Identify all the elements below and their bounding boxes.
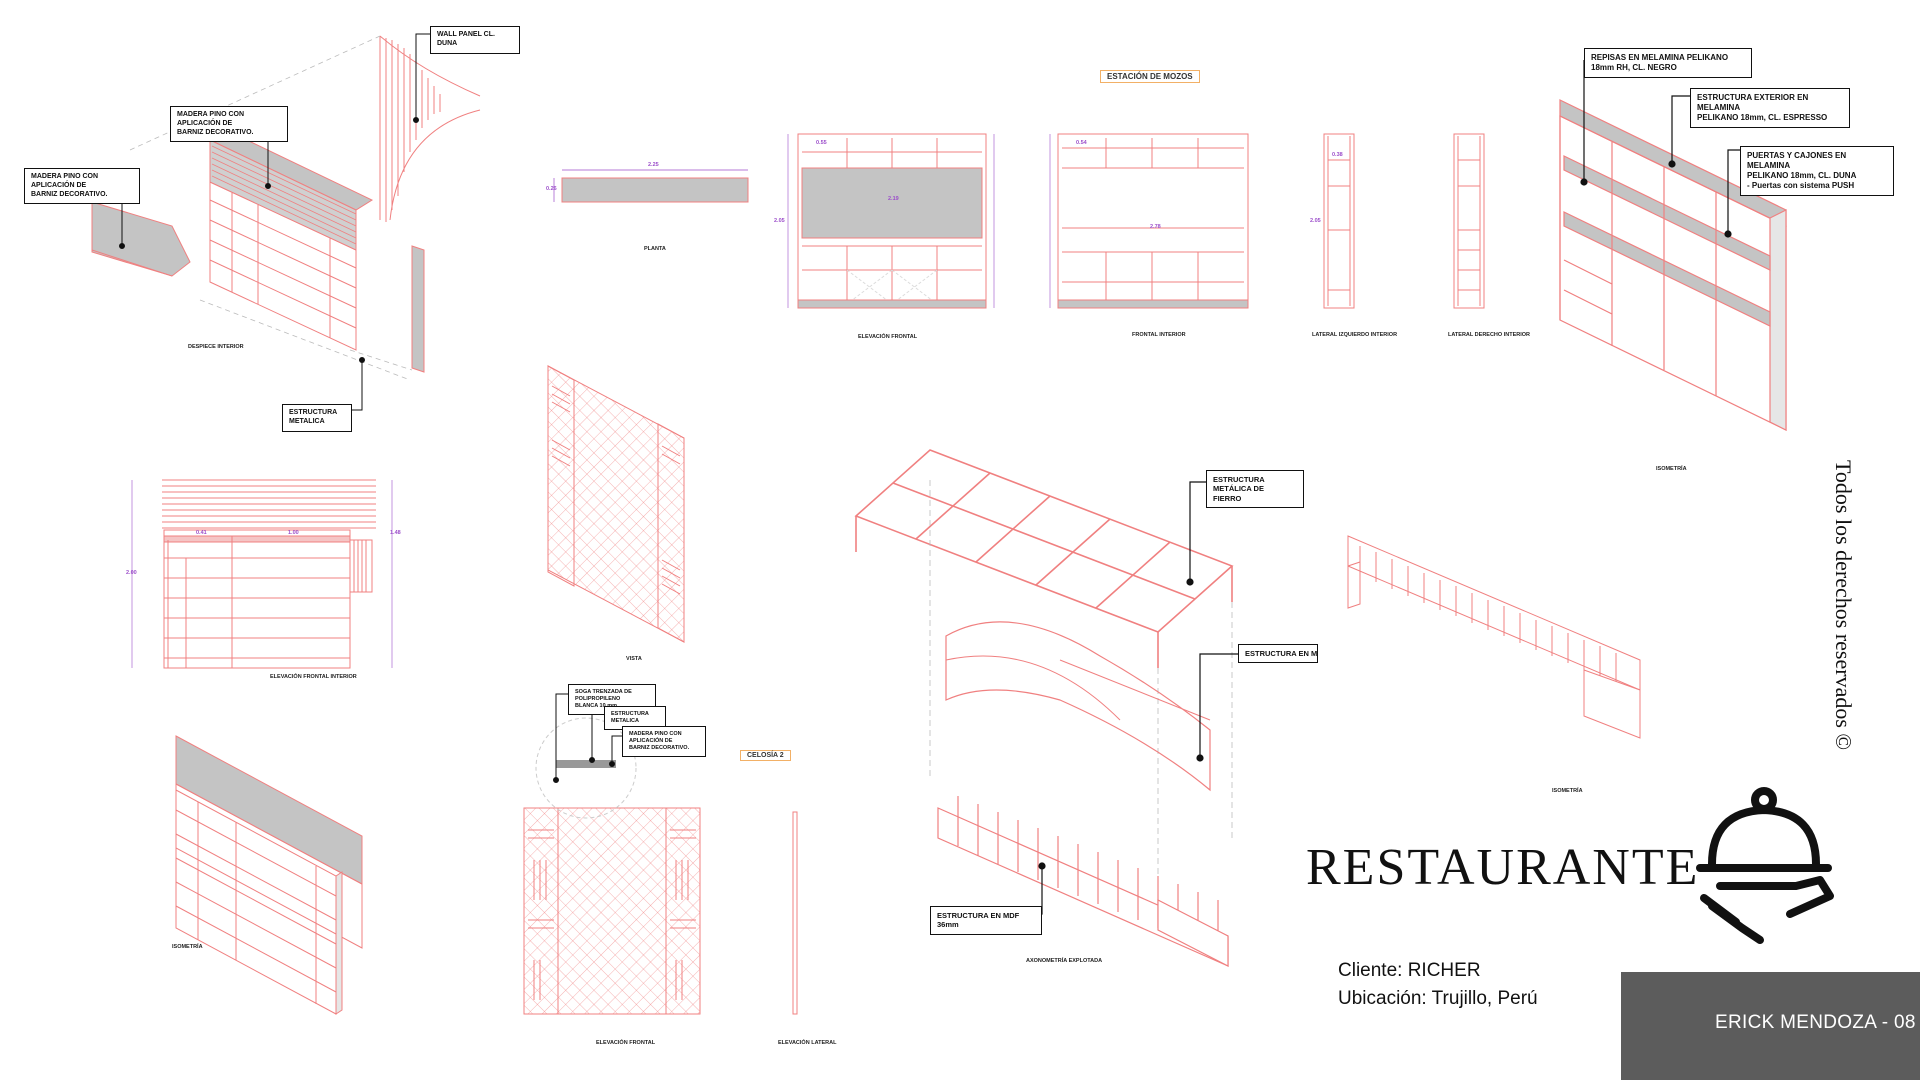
location-label: Ubicación: (1338, 988, 1427, 1009)
dim-planta-width: 2.25 (648, 162, 659, 168)
dim-interior-top: 0.41 (196, 530, 207, 536)
view-label-elevacion-celosia: ELEVACIÓN FRONTAL (596, 1040, 656, 1046)
client-label: Cliente: (1338, 960, 1403, 981)
dim-lateral-height: 2.05 (1310, 218, 1321, 224)
view-label-isometria-bench: ISOMETRÍA (1552, 788, 1583, 794)
section-title-celosia: CELOSÍA 2 (740, 750, 791, 761)
annotation-estructura-metalica: ESTRUCTURA METALICA (282, 404, 352, 432)
dim-planta-height: 0.26 (546, 186, 557, 192)
copyright-notice: Todos los derechos reservados © (1831, 460, 1856, 751)
bench-isometric (1347, 535, 1641, 739)
dim-interior-right: 1.48 (390, 530, 401, 536)
dim-lateral-width: 0.38 (1332, 152, 1343, 158)
client-value: RICHER (1407, 960, 1481, 981)
view-label-isometria-top: ISOMETRÍA (1656, 466, 1687, 472)
view-label-elevacion-frontal-interior: ELEVACIÓN FRONTAL INTERIOR (270, 674, 357, 680)
client-line: Cliente: RICHER (1338, 960, 1481, 982)
annotation-puertas-cajones: PUERTAS Y CAJONES EN MELAMINA PELIKANO 1… (1740, 146, 1894, 196)
annotation-estructura-mdf-18: ESTRUCTURA EN MDF 18mm (1238, 644, 1318, 664)
frontal-interior-drawing (1049, 133, 1249, 309)
view-label-elevacion-lateral: ELEVACIÓN LATERAL (778, 1040, 837, 1046)
view-label-lateral-izquierdo: LATERAL IZQUIERDO INTERIOR (1312, 332, 1398, 338)
annotation-wall-panel: WALL PANEL CL. DUNA (430, 26, 520, 54)
view-label-frontal-interior: FRONTAL INTERIOR (1132, 332, 1186, 338)
location-line: Ubicación: Trujillo, Perú (1338, 988, 1538, 1010)
cloche-icon (1696, 787, 1834, 944)
annotation-estructura-exterior: ESTRUCTURA EXTERIOR EN MELAMINA PELIKANO… (1690, 88, 1850, 128)
annotation-madera-pino-3: MADERA PINO CON APLICACIÓN DE BARNIZ DEC… (622, 726, 706, 757)
elevacion-frontal-drawing (787, 133, 995, 309)
celosia-vista-drawing (547, 365, 685, 643)
section-title-estacion: ESTACIÓN DE MOZOS (1100, 70, 1200, 83)
annotation-madera-pino-1: MADERA PINO CON APLICACIÓN DE BARNIZ DEC… (170, 106, 288, 143)
isometria-bottom-left (175, 735, 363, 1015)
celosia-2-drawing (523, 717, 798, 1015)
view-label-lateral-derecho: LATERAL DERECHO INTERIOR (1448, 332, 1530, 338)
dim-elev-mid: 2.19 (888, 196, 899, 202)
view-label-isometria-left: ISOMETRÍA (172, 944, 203, 950)
annotation-estructura-fierro: ESTRUCTURA METÁLICA DE FIERRO (1206, 470, 1304, 509)
despiece-isometric (91, 35, 481, 381)
leader-lines-top-right (1580, 60, 1740, 238)
view-label-planta: PLANTA (644, 246, 666, 252)
dim-frontal-cell: 0.54 (1076, 140, 1087, 146)
dim-interior-mid: 1.00 (288, 530, 299, 536)
lateral-derecho-drawing (1453, 133, 1485, 309)
view-label-celosia-vista: VISTA (626, 656, 642, 662)
leader-lines-axonometria (1038, 481, 1238, 915)
annotation-repisas: REPISAS EN MELAMINA PELIKANO 18mm RH, CL… (1584, 48, 1752, 78)
elevacion-frontal-interior-drawing (131, 479, 393, 669)
view-label-despiece: DESPIECE INTERIOR (188, 344, 244, 350)
annotation-madera-pino-2: MADERA PINO CON APLICACIÓN DE BARNIZ DEC… (24, 168, 140, 205)
planta-drawing (553, 169, 749, 203)
annotation-estructura-mdf-36: ESTRUCTURA EN MDF 36mm (930, 906, 1042, 935)
dim-frontal-width: 2.78 (1150, 224, 1161, 230)
author-name: ERICK MENDOZA - 08 (1715, 1012, 1916, 1033)
author-box: ERICK MENDOZA - 08 (1621, 972, 1920, 1080)
dim-elev-cell: 0.55 (816, 140, 827, 146)
dim-elev-height: 2.05 (774, 218, 785, 224)
view-label-elevacion-frontal: ELEVACIÓN FRONTAL (858, 334, 918, 340)
axonometria-drawing (854, 449, 1234, 967)
project-title: RESTAURANTE (1306, 839, 1700, 896)
location-value: Trujillo, Perú (1431, 988, 1538, 1009)
view-label-axonometria: AXONOMETRÍA EXPLOTADA (1026, 958, 1103, 964)
dim-interior-height: 2.00 (126, 570, 137, 576)
lateral-izquierdo-drawing (1323, 133, 1355, 309)
